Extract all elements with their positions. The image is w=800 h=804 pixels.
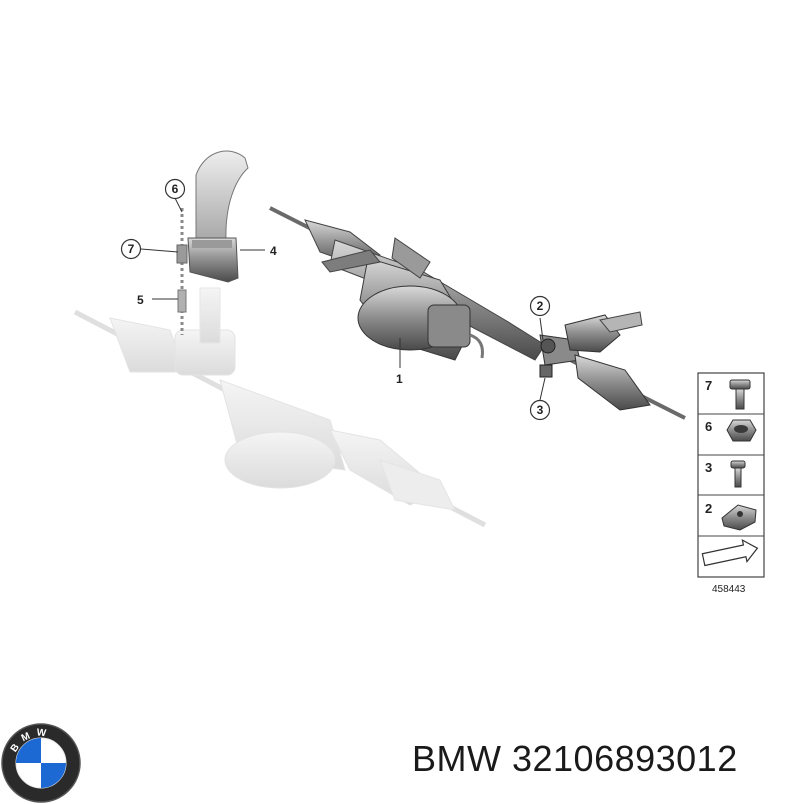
callout-1: 1 xyxy=(396,372,403,386)
steering-column-shaft xyxy=(187,150,249,283)
bracket-icon xyxy=(721,504,757,531)
legend-label-6: 6 xyxy=(705,419,712,434)
callout-7-label: 7 xyxy=(128,242,135,256)
callout-5-label: 5 xyxy=(137,293,144,307)
diagram-reference-number: 458443 xyxy=(712,584,746,595)
callout-5: 5 xyxy=(137,293,144,307)
legend-row-6: 6 xyxy=(705,419,757,442)
callout-4: 4 xyxy=(270,244,277,258)
callout-7: 7 xyxy=(120,238,142,260)
callout-3-label: 3 xyxy=(537,403,544,417)
legend-label-7: 7 xyxy=(705,378,712,393)
callout-6-label: 6 xyxy=(172,182,179,196)
callout-3: 3 xyxy=(529,399,551,421)
column-fasteners xyxy=(176,208,188,335)
legend-row-3: 3 xyxy=(705,460,746,488)
steering-rack xyxy=(269,206,686,420)
callout-6: 6 xyxy=(164,178,186,200)
legend-row-2: 2 xyxy=(705,501,757,531)
callout-2: 2 xyxy=(529,295,551,317)
callout-leaders xyxy=(140,197,546,401)
parts-legend: 7 6 3 2 xyxy=(697,372,765,595)
hex-nut-icon xyxy=(726,419,757,442)
legend-row-7: 7 xyxy=(705,378,751,410)
callout-1-label: 1 xyxy=(396,372,403,386)
legend-label-2: 2 xyxy=(705,501,712,516)
callout-4-label: 4 xyxy=(270,244,277,258)
flange-bolt-icon xyxy=(729,379,751,410)
ghost-steering-rack xyxy=(73,287,487,528)
bmw-logo: BMW xyxy=(1,723,81,803)
screw-icon xyxy=(730,460,746,488)
legend-label-3: 3 xyxy=(705,460,712,475)
brand-part-number-caption: BMW 32106893012 xyxy=(412,738,738,779)
callout-2-label: 2 xyxy=(537,299,544,313)
direction-arrow-icon xyxy=(701,538,759,567)
